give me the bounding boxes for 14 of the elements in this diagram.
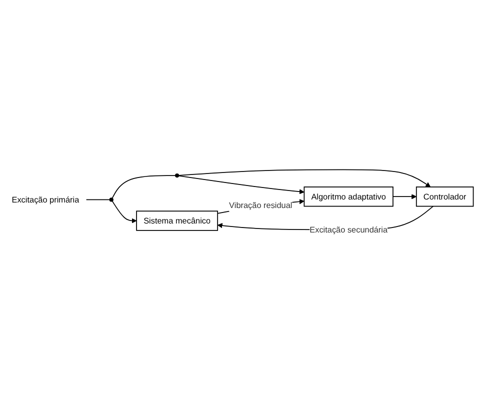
connector	[112, 175, 176, 199]
arrow	[112, 200, 137, 224]
node-box: Sistema mecânico	[136, 210, 218, 232]
node-circle	[175, 174, 180, 178]
arrow	[178, 169, 431, 188]
arrow	[392, 194, 417, 200]
edge-label: Excitação secundária	[310, 224, 388, 234]
node-circle	[109, 198, 114, 202]
node-box: Algoritmo adaptativo	[304, 186, 394, 207]
node-text: Excitação primária	[12, 194, 80, 204]
connector	[86, 199, 110, 200]
node-box: Controlador	[416, 186, 474, 207]
arrow	[178, 176, 304, 194]
edge-label: Vibração residual	[229, 200, 292, 210]
